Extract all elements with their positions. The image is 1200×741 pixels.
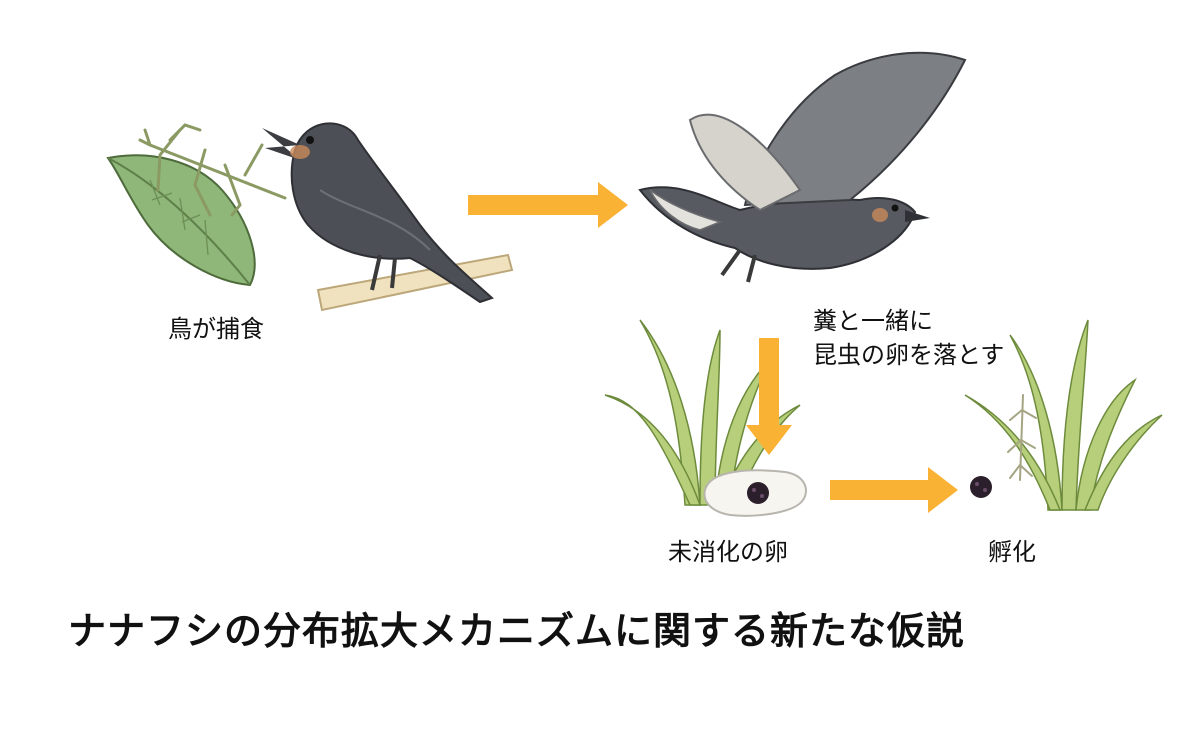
grass-icon — [964, 319, 1163, 511]
dropping-icon — [703, 469, 807, 517]
page-title: ナナフシの分布拡大メカニズムに関する新たな仮説 — [68, 609, 966, 653]
label-drop-line2: 昆虫の卵を落とす — [813, 341, 1005, 369]
leaf-icon — [106, 154, 256, 287]
perched-bird-icon — [262, 122, 494, 304]
label-drop-line1: 糞と一緒に — [813, 307, 933, 335]
arrow-right-1 — [468, 182, 628, 228]
stick-insect-icon — [1007, 394, 1037, 481]
arrow-right-2 — [830, 467, 958, 513]
label-predation: 鳥が捕食 — [168, 315, 264, 343]
egg-icon — [970, 476, 992, 498]
egg-icon — [747, 482, 769, 504]
flying-bird-icon — [638, 51, 967, 283]
label-hatching: 孵化 — [988, 538, 1036, 566]
label-undigested-egg: 未消化の卵 — [668, 538, 788, 566]
stick-insect-icon — [138, 123, 287, 217]
arrow-down — [746, 338, 792, 455]
